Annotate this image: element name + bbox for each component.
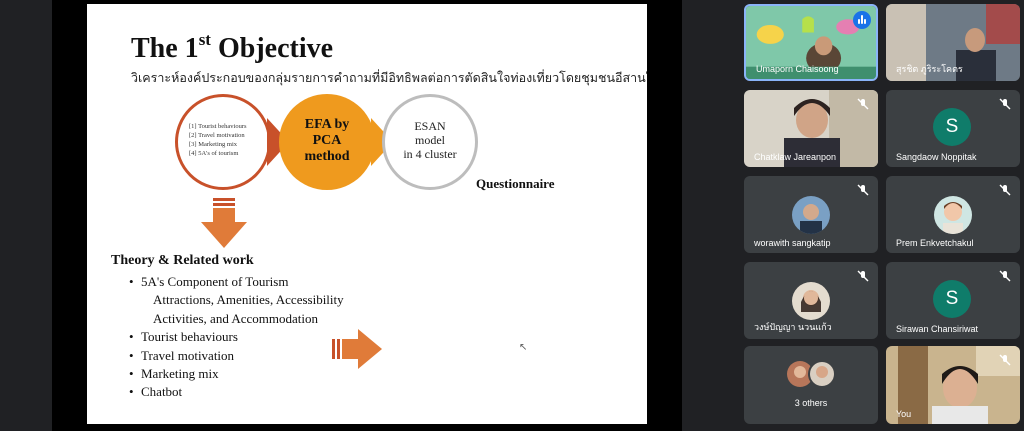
down-arrow-icon [201, 198, 247, 248]
mic-off-icon [998, 183, 1012, 197]
participant-tile-wongpanya[interactable]: วงษ์ปัญญา นวนแก้ว [744, 262, 878, 339]
esan-line: model [415, 133, 445, 147]
avatar: S [933, 108, 971, 146]
participant-name: Sirawan Chansiriwat [896, 324, 979, 334]
avatar: S [933, 280, 971, 318]
participant-name: วงษ์ปัญญา นวนแก้ว [754, 322, 832, 332]
esan-model-text: ESAN model in 4 cluster [382, 119, 478, 161]
participant-tile-you[interactable]: You [886, 346, 1020, 424]
theory-subitem: Activities, and Accommodation [153, 310, 318, 326]
mic-off-icon [998, 97, 1012, 111]
avatar [934, 196, 972, 234]
theory-item: Chatbot [129, 383, 344, 402]
slide-title-rest: Objective [210, 33, 334, 64]
mic-off-icon [998, 269, 1012, 283]
factor-item: [2] Travel motivation [189, 132, 245, 139]
mic-off-icon [856, 269, 870, 283]
mouse-cursor-icon: ↖ [519, 342, 528, 353]
slide-title-main: The 1 [131, 33, 199, 64]
participant-tile-surachit[interactable]: สุรชิต ภูริระโคตร [886, 4, 1020, 81]
slide-title-sup: st [198, 30, 211, 49]
participant-tile-prem[interactable]: Prem Enkvetchakul [886, 176, 1020, 253]
efa-line: PCA [312, 133, 342, 148]
avatar [792, 282, 830, 320]
speaking-indicator-icon [853, 11, 871, 29]
theory-list: 5A's Component of Tourism Attractions, A… [129, 273, 344, 402]
participant-name: Prem Enkvetchakul [896, 238, 974, 248]
theory-item: 5A's Component of Tourism [129, 273, 344, 292]
participant-name: Chatklaw Jareanpon [754, 152, 837, 162]
input-factors-circle [175, 94, 271, 190]
questionnaire-label: Questionnaire [476, 176, 555, 191]
esan-model-circle [382, 94, 478, 190]
mic-off-icon [856, 97, 870, 111]
avatar [792, 196, 830, 234]
participant-tile-worawith[interactable]: worawith sangkatip [744, 176, 878, 253]
efa-method-text: EFA by PCA method [279, 117, 375, 165]
theory-subitem: Attractions, Amenities, Accessibility [153, 292, 344, 308]
theory-item: Marketing mix [129, 365, 344, 384]
others-label: 3 others [794, 398, 828, 408]
factor-item: [1] Tourist behaviours [189, 123, 247, 130]
participant-tile-chatklaw[interactable]: Chatklaw Jareanpon [744, 90, 878, 167]
others-avatars [787, 360, 836, 388]
participant-tile-umaporn[interactable]: Umaporn Chaisoong [744, 4, 878, 81]
efa-method-circle [279, 94, 375, 190]
slide-title: The 1st Objective [131, 30, 333, 65]
esan-line: ESAN [414, 119, 446, 133]
participant-name: worawith sangkatip [754, 238, 831, 248]
participant-tile-others[interactable]: 3 others [744, 346, 878, 424]
participant-name: Sangdaow Noppitak [896, 152, 977, 162]
mic-off-icon [856, 183, 870, 197]
efa-line: method [304, 149, 350, 164]
participant-tile-sangdaow[interactable]: S Sangdaow Noppitak [886, 90, 1020, 167]
participant-name: Umaporn Chaisoong [756, 64, 839, 74]
factor-item: [4] 5A's of tourism [189, 150, 239, 157]
participant-video [744, 90, 878, 167]
participant-video [886, 4, 1020, 81]
right-arrow-icon [332, 329, 382, 369]
presentation-slide: The 1st Objective วิเคราะห์องค์ประกอบของ… [87, 4, 647, 424]
efa-line: EFA by [304, 117, 350, 132]
theory-item: Travel motivation [129, 347, 344, 366]
theory-item: Tourist behaviours [129, 328, 344, 347]
participant-name: สุรชิต ภูริระโคตร [896, 64, 963, 74]
participant-name: You [896, 409, 912, 419]
slide-subtitle-thai: วิเคราะห์องค์ประกอบของกลุ่มรายการคำถามที… [131, 70, 647, 85]
self-video [886, 346, 1020, 424]
theory-heading: Theory & Related work [111, 253, 254, 268]
participant-tile-sirawan[interactable]: S Sirawan Chansiriwat [886, 262, 1020, 339]
factor-item: [3] Marketing mix [189, 141, 238, 148]
mic-off-icon [998, 353, 1012, 367]
input-factors-list: [1] Tourist behaviours [2] Travel motiva… [189, 122, 247, 158]
esan-line: in 4 cluster [403, 147, 457, 161]
